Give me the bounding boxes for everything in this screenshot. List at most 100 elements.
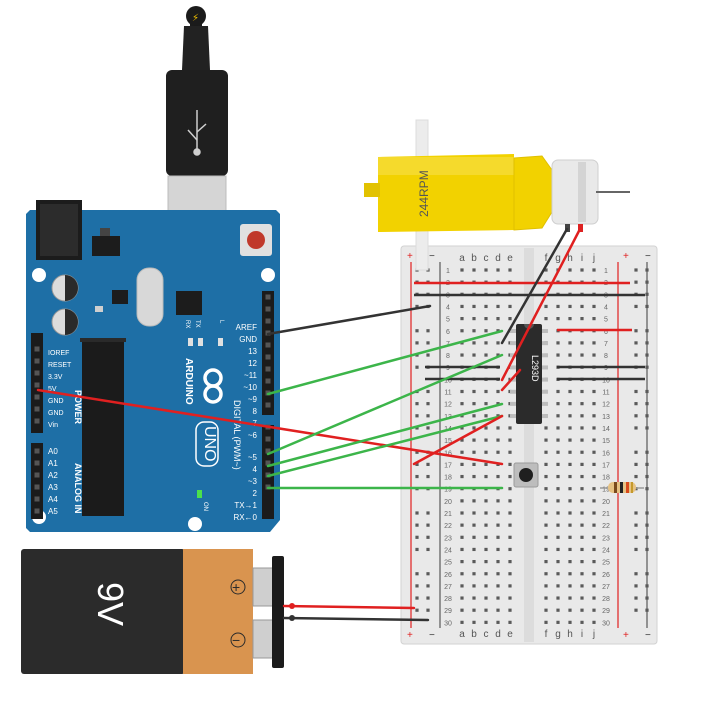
breadboard-hole bbox=[496, 438, 500, 442]
breadboard-hole bbox=[460, 572, 464, 576]
digital-pin-label: ~11 bbox=[244, 371, 258, 380]
breadboard-hole bbox=[580, 402, 584, 406]
breadboard-hole bbox=[580, 608, 584, 612]
analog-pin-socket[interactable] bbox=[34, 460, 40, 466]
breadboard-hole bbox=[592, 402, 596, 406]
row-number-right: 7 bbox=[604, 341, 608, 348]
breadboard-hole bbox=[568, 511, 572, 515]
analog-pin-socket[interactable] bbox=[34, 508, 40, 514]
resistor-band-1 bbox=[614, 482, 617, 493]
wire-battery-black bbox=[282, 616, 430, 622]
l293d-ic[interactable]: L293D bbox=[510, 324, 548, 424]
breadboard-hole bbox=[496, 317, 500, 321]
row-number-left: 27 bbox=[444, 584, 452, 591]
digital-pin-socket[interactable] bbox=[265, 378, 271, 384]
digital-pin-socket[interactable] bbox=[265, 460, 271, 466]
breadboard-hole bbox=[592, 426, 596, 430]
digital-pin-socket[interactable] bbox=[265, 354, 271, 360]
breadboard-center-channel bbox=[524, 248, 534, 642]
breadboard-hole bbox=[508, 584, 512, 588]
breadboard-hole bbox=[460, 547, 464, 552]
row-number-left: 28 bbox=[444, 596, 452, 603]
rail-hole bbox=[634, 535, 638, 539]
power-pin-socket[interactable] bbox=[34, 418, 40, 424]
battery-9v[interactable]: 9V + − bbox=[21, 549, 284, 674]
breadboard-hole bbox=[580, 535, 584, 539]
breadboard-hole bbox=[592, 414, 596, 418]
l-led bbox=[218, 338, 223, 346]
digital-pin-socket[interactable] bbox=[265, 342, 271, 348]
breadboard-hole bbox=[544, 620, 548, 624]
rail-plus-top-left: + bbox=[407, 251, 413, 262]
breadboard-hole bbox=[568, 402, 572, 406]
rail-hole bbox=[634, 304, 638, 309]
analog-pin-socket[interactable] bbox=[34, 448, 40, 454]
analog-pin-socket[interactable] bbox=[34, 496, 40, 502]
breadboard-hole bbox=[556, 608, 560, 612]
breadboard-hole bbox=[544, 560, 548, 564]
digital-pin-socket[interactable] bbox=[265, 402, 271, 408]
breadboard-hole bbox=[460, 535, 464, 539]
power-pin-label: RESET bbox=[48, 362, 72, 369]
digital-pin-socket[interactable] bbox=[265, 366, 271, 372]
breadboard-hole bbox=[472, 317, 476, 321]
arduino-uno[interactable]: ⚡ ARDUINO bbox=[26, 6, 280, 532]
digital-pin-socket[interactable] bbox=[265, 318, 271, 324]
usb-lightning-icon: ⚡ bbox=[192, 13, 199, 24]
digital-pin-label: ~3 bbox=[248, 477, 258, 486]
analog-pin-socket[interactable] bbox=[34, 472, 40, 478]
column-letter: f bbox=[545, 253, 548, 264]
power-pin-socket[interactable] bbox=[34, 382, 40, 388]
breadboard-hole bbox=[472, 438, 476, 442]
breadboard-hole bbox=[508, 487, 512, 491]
digital-pin-socket[interactable] bbox=[265, 294, 271, 300]
dc-gear-motor[interactable]: 244RPM bbox=[364, 119, 630, 271]
digital-pin-socket[interactable] bbox=[265, 306, 271, 312]
breadboard-hole bbox=[544, 584, 548, 588]
power-pin-socket[interactable] bbox=[34, 358, 40, 364]
rail-hole bbox=[415, 365, 419, 369]
breadboard-hole bbox=[484, 572, 488, 576]
ic-pin bbox=[541, 365, 548, 370]
analog-pin-socket[interactable] bbox=[34, 484, 40, 490]
rail-hole bbox=[426, 511, 430, 515]
digital-pin-socket[interactable] bbox=[265, 436, 271, 442]
power-title: POWER bbox=[73, 390, 83, 425]
breadboard-hole bbox=[472, 389, 476, 394]
row-number-right: 30 bbox=[602, 620, 610, 627]
resistor bbox=[600, 482, 644, 493]
arduino-infinity-logo bbox=[203, 368, 223, 404]
breadboard-hole bbox=[472, 450, 476, 454]
rail-hole bbox=[634, 547, 638, 552]
rail-hole bbox=[415, 426, 419, 430]
rail-hole bbox=[634, 596, 638, 600]
breadboard-hole bbox=[508, 523, 512, 527]
breadboard-hole bbox=[460, 474, 464, 479]
power-pin-socket[interactable] bbox=[34, 406, 40, 412]
row-number-right: 20 bbox=[602, 499, 610, 506]
breadboard-hole bbox=[460, 402, 464, 406]
rail-hole bbox=[634, 268, 638, 272]
breadboard-hole bbox=[580, 499, 584, 503]
breadboard-hole bbox=[484, 608, 488, 612]
breadboard-hole bbox=[484, 402, 488, 406]
wire-gnd-black bbox=[266, 304, 432, 336]
analog-pin-label: A5 bbox=[48, 507, 58, 516]
wire-5v-red bbox=[36, 388, 504, 466]
breadboard-hole bbox=[592, 389, 596, 394]
breadboard-hole bbox=[484, 341, 488, 345]
power-pin-socket[interactable] bbox=[34, 370, 40, 376]
push-button[interactable] bbox=[513, 462, 539, 488]
breadboard-hole bbox=[556, 426, 560, 430]
digital-pin-label: 8 bbox=[253, 407, 258, 416]
arduino-brand-label: ARDUINO bbox=[183, 358, 194, 405]
digital-pin-socket[interactable] bbox=[265, 448, 271, 454]
breadboard-hole bbox=[580, 353, 584, 357]
power-pin-socket[interactable] bbox=[34, 394, 40, 400]
breadboard-hole bbox=[568, 560, 572, 564]
breadboard-hole bbox=[472, 572, 476, 576]
rail-hole bbox=[415, 304, 419, 309]
power-pin-socket[interactable] bbox=[34, 346, 40, 352]
